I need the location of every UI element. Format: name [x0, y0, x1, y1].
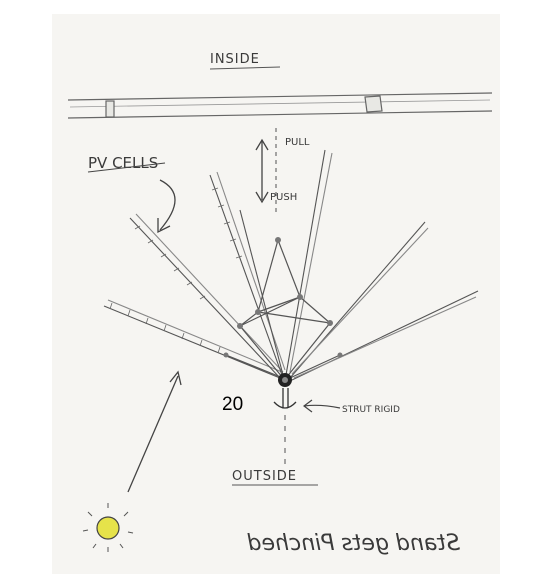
- inside-label: INSIDE: [210, 52, 260, 67]
- pivot-hub-center: [282, 377, 288, 383]
- linkage-frame: [226, 240, 340, 378]
- pv-cells-label: PV CELLS: [88, 154, 158, 172]
- sun-icon: [83, 503, 133, 552]
- strut-rigid-arrow: [304, 405, 340, 408]
- svg-text:Stand gets Pinched: Stand gets Pinched: [247, 531, 460, 556]
- mirrored-caption: Stand gets Pinched: [247, 531, 460, 556]
- sun-ray-arrow: [128, 376, 178, 492]
- panel-fan: [104, 150, 478, 380]
- outside-label: OUTSIDE: [232, 469, 297, 484]
- strut: [274, 388, 296, 470]
- pv-cells-arrow: [160, 180, 175, 230]
- pull-label: PULL: [285, 137, 310, 148]
- inside-underline: [210, 67, 280, 69]
- wall-rail: [68, 93, 492, 118]
- figure-number: 20: [222, 394, 243, 415]
- push-label: PUSH: [270, 192, 297, 203]
- strut-rigid-label: STRUT RIGID: [342, 405, 400, 415]
